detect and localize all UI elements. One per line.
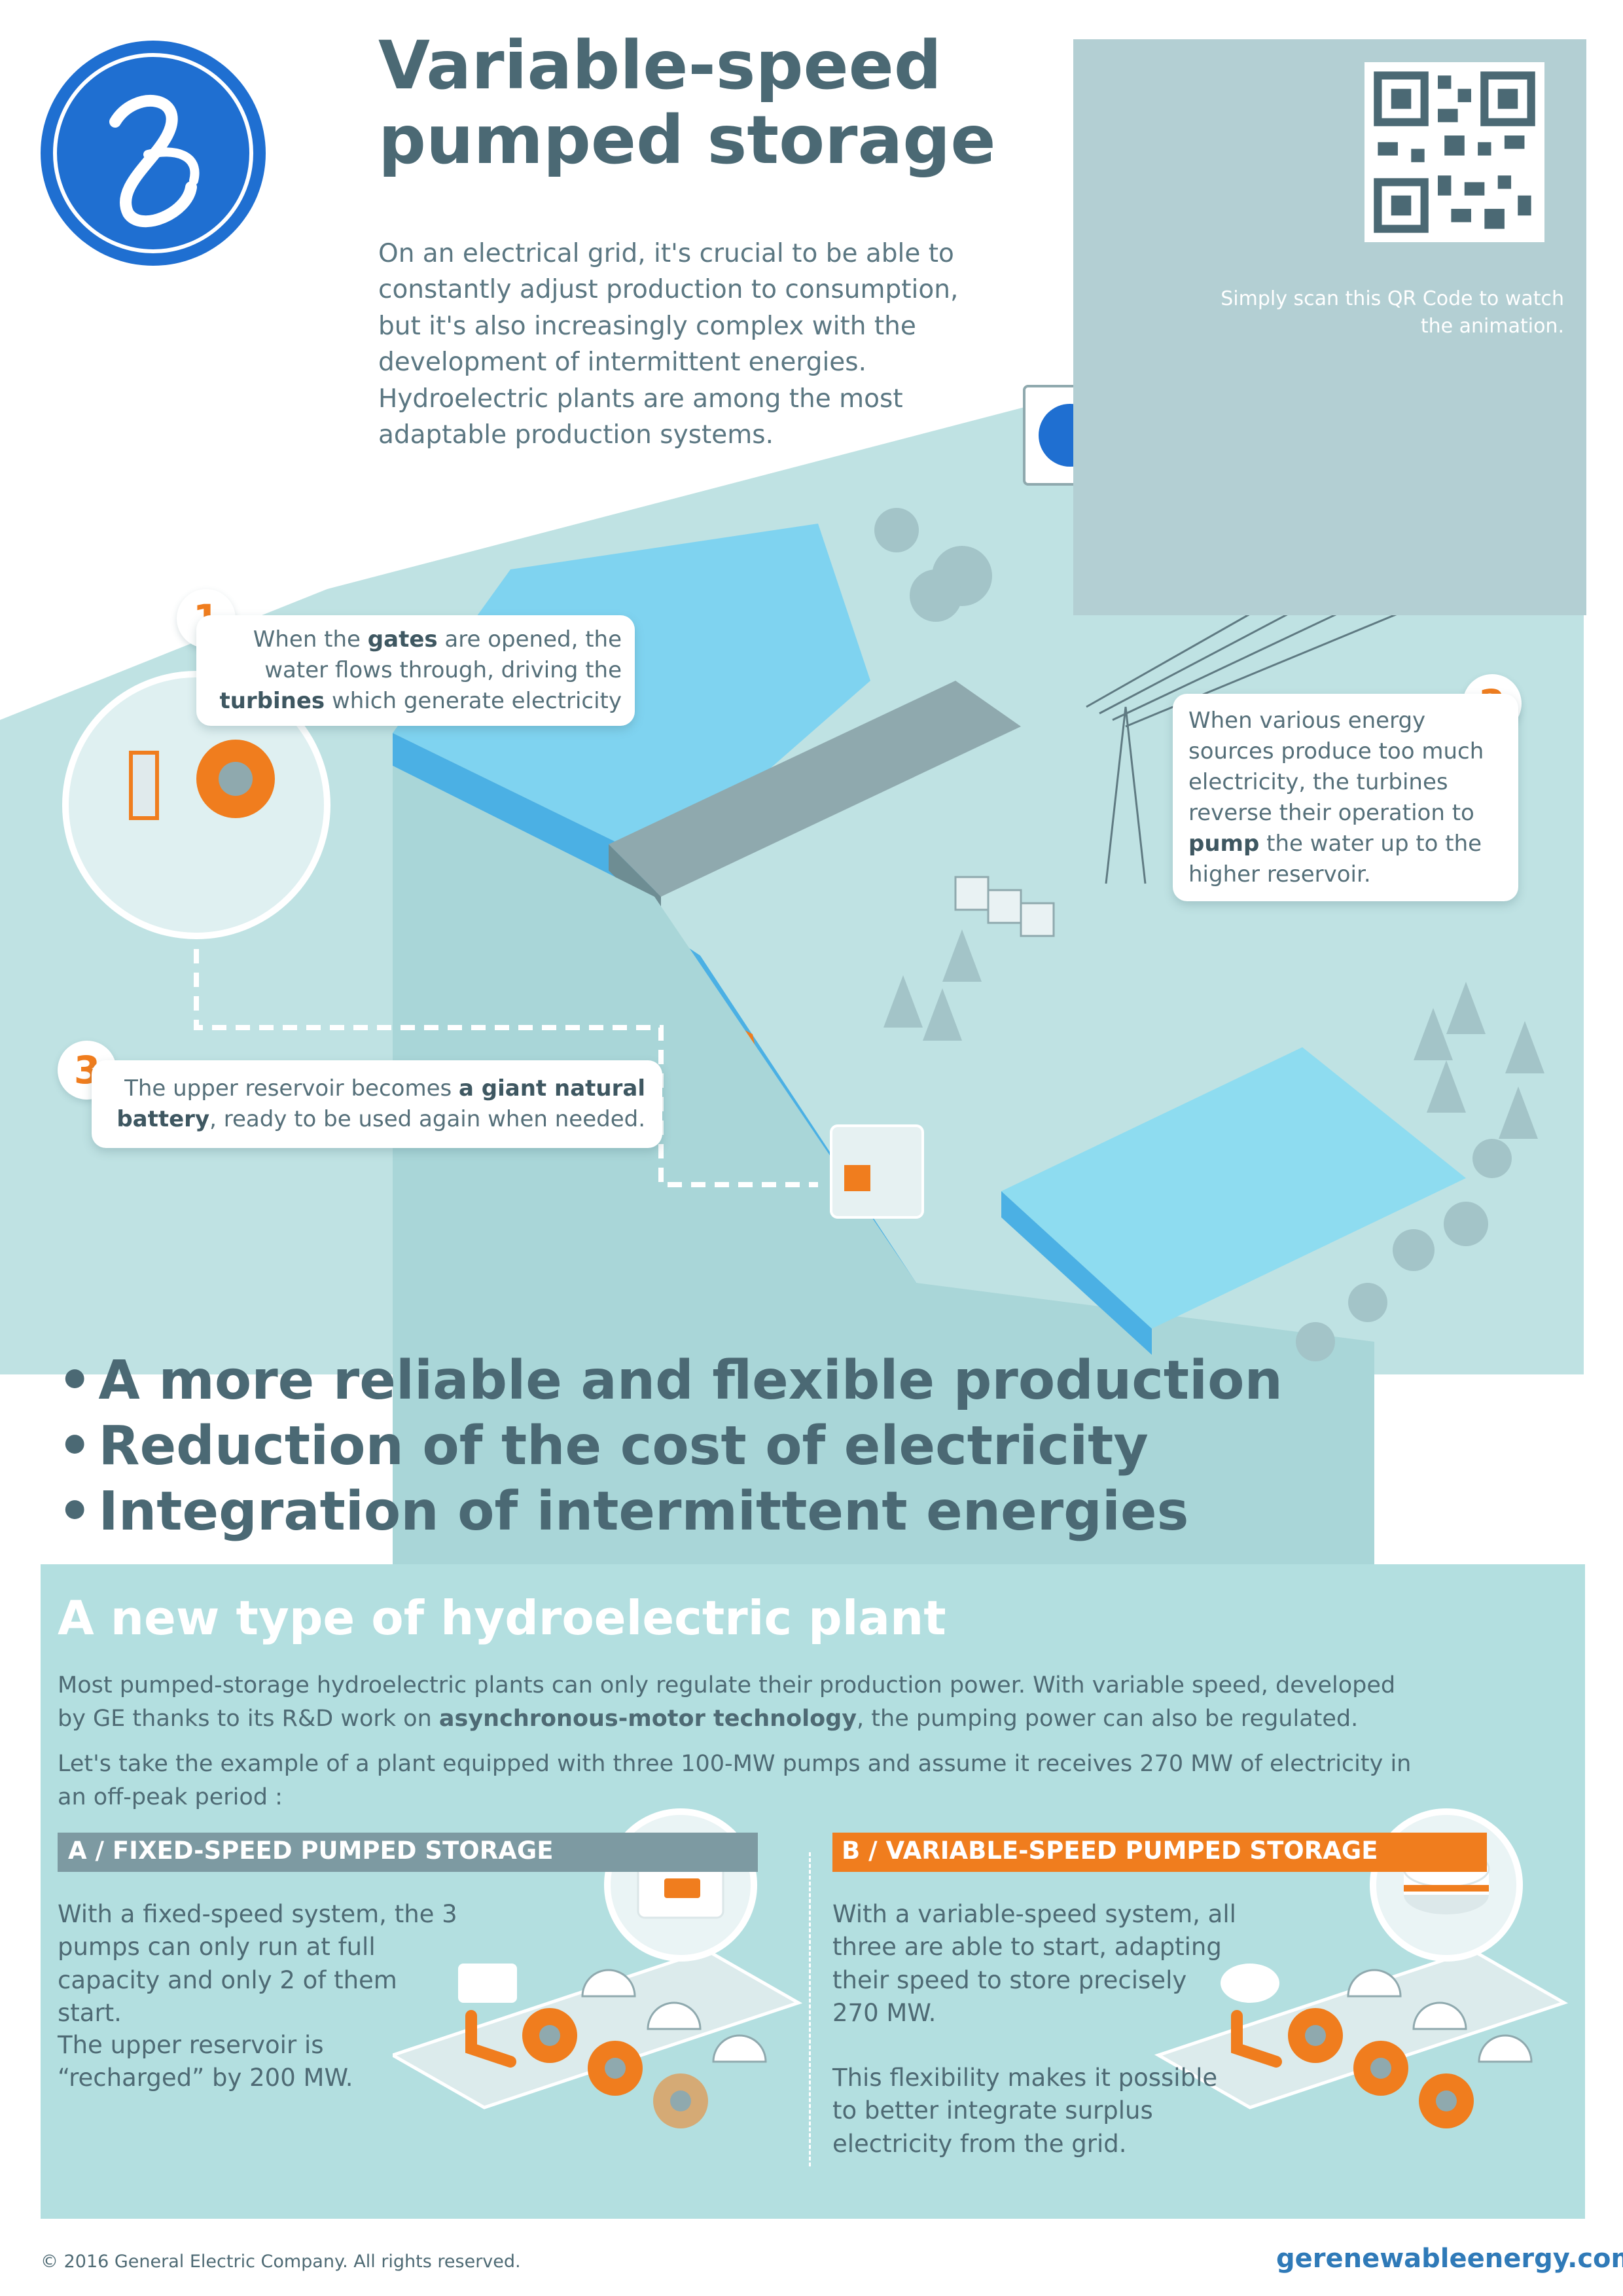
benefits-list: A more reliable and flexible production … xyxy=(58,1348,1283,1545)
variable-speed-header xyxy=(832,1833,1487,1872)
benefit-item: Reduction of the cost of electricity xyxy=(58,1414,1283,1479)
callout-1-text-mid: are opened, the water flows through, dri… xyxy=(264,626,622,683)
fixed-speed-text-1: With a fixed-speed system, the 3 pumps c… xyxy=(58,1900,457,2027)
gauge-icon xyxy=(712,2034,767,2063)
gauge-icon xyxy=(1478,2034,1533,2063)
intro-text: On an electrical grid, it's crucial to b… xyxy=(378,239,959,450)
gauge-icon xyxy=(1347,1969,1402,1998)
callout-2-text-end: the water up to the higher reservoir. xyxy=(1188,830,1482,888)
callout-1-text: When the xyxy=(253,626,368,653)
callout-1-bold-turbines: turbines xyxy=(219,687,325,714)
column-divider xyxy=(809,1852,811,2166)
callout-3-text-end: , ready to be used again when needed. xyxy=(209,1105,645,1132)
callout-1: When the gates are opened, the water flo… xyxy=(196,615,635,726)
title-line1: Variable-speed xyxy=(378,27,942,105)
callout-3-bold-battery: a giant natural battery xyxy=(116,1075,645,1132)
callout-2-bold-pump: pump xyxy=(1188,830,1260,857)
callout-3: The upper reservoir becomes a giant natu… xyxy=(92,1060,662,1148)
section-p1-bold: asynchronous-motor technology xyxy=(438,1705,857,1732)
benefit-item: Integration of intermittent energies xyxy=(58,1479,1283,1545)
page-title: Variable-speed pumped storage xyxy=(378,27,1033,180)
footer-copyright: © 2016 General Electric Company. All rig… xyxy=(41,2251,521,2272)
variable-speed-label: B / VARIABLE-SPEED PUMPED STORAGE xyxy=(842,1837,1378,1865)
variable-speed-text-1: With a variable-speed system, all three … xyxy=(832,1900,1236,2027)
callout-connector xyxy=(194,949,818,1187)
gauge-icon xyxy=(647,2001,702,2030)
section-p1-text: Most pumped-storage hydroelectric plants… xyxy=(58,1672,1396,1732)
power-house xyxy=(830,1124,924,1219)
switch-icon xyxy=(458,1964,517,2003)
section-title: A new type of hydroelectric plant xyxy=(58,1590,946,1645)
gauge-icon xyxy=(581,1969,636,1998)
variable-speed-text-2: This flexibility makes it possible to be… xyxy=(832,2064,1218,2158)
dam-wall xyxy=(609,681,1021,897)
fixed-speed-label: A / FIXED-SPEED PUMPED STORAGE xyxy=(68,1837,554,1865)
callout-2-text: When various energy sources produce too … xyxy=(1188,708,1484,826)
dial-inset-circle xyxy=(1370,1808,1523,1962)
callout-1-text-end: which generate electricity xyxy=(325,687,622,714)
fixed-speed-header xyxy=(58,1833,758,1872)
lower-panel xyxy=(41,1564,1585,2219)
qr-caption: Simply scan this QR Code to watch the an… xyxy=(1221,287,1564,338)
gauge-icon xyxy=(1412,2001,1467,2030)
section-paragraph-2: Let's take the example of a plant equipp… xyxy=(58,1751,1412,1810)
callout-1-bold-gates: gates xyxy=(367,626,438,653)
switch-inset-circle xyxy=(604,1808,757,1962)
callout-3-text: The upper reservoir becomes xyxy=(124,1075,459,1102)
fixed-speed-text-2: The upper reservoir is “recharged” by 20… xyxy=(58,2031,353,2092)
benefit-item: A more reliable and flexible production xyxy=(58,1348,1282,1414)
title-line2: pumped storage xyxy=(378,101,996,180)
ge-logo xyxy=(37,37,270,270)
section-p1-text-end: , the pumping power can also be regulate… xyxy=(857,1705,1359,1732)
section-paragraph-1: Most pumped-storage hydroelectric plants… xyxy=(58,1669,1419,1736)
qr-code-icon[interactable] xyxy=(1364,62,1544,242)
footer-link[interactable]: gerenewableenergy.com xyxy=(1276,2244,1623,2274)
lower-reservoir xyxy=(1001,1047,1466,1329)
callout-2: When various energy sources produce too … xyxy=(1173,694,1518,902)
pump-diagrams xyxy=(393,1948,1569,2128)
dial-icon xyxy=(1221,1964,1279,2003)
